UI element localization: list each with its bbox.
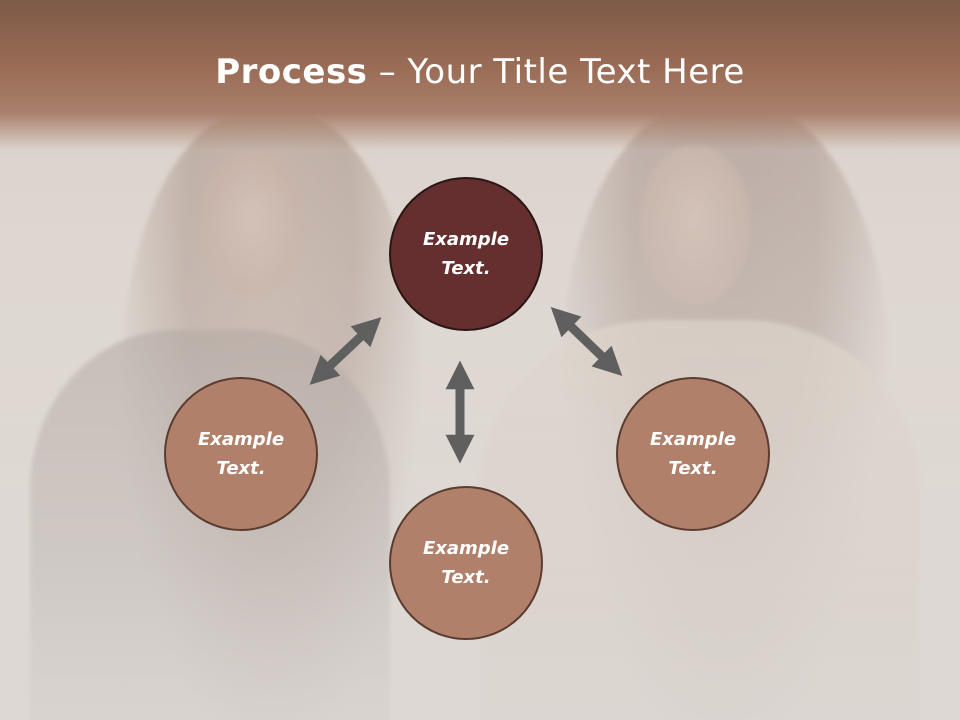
title-bold: Process (215, 52, 368, 92)
arrow-top-left (309, 317, 382, 385)
node-bottom-line1: Example (422, 538, 510, 559)
title-bar (0, 0, 960, 150)
node-top-line2: Text. (441, 258, 491, 279)
node-right-line1: Example (649, 429, 737, 450)
node-left-line1: Example (197, 429, 285, 450)
slide-title: Process – Your Title Text Here (0, 52, 960, 92)
arrow-top-right (550, 307, 623, 376)
node-right-line2: Text. (668, 458, 718, 479)
node-left-line2: Text. (216, 458, 266, 479)
node-top-line1: Example (422, 229, 510, 250)
title-rest: – Your Title Text Here (367, 52, 745, 92)
node-bottom-line2: Text. (441, 567, 491, 588)
